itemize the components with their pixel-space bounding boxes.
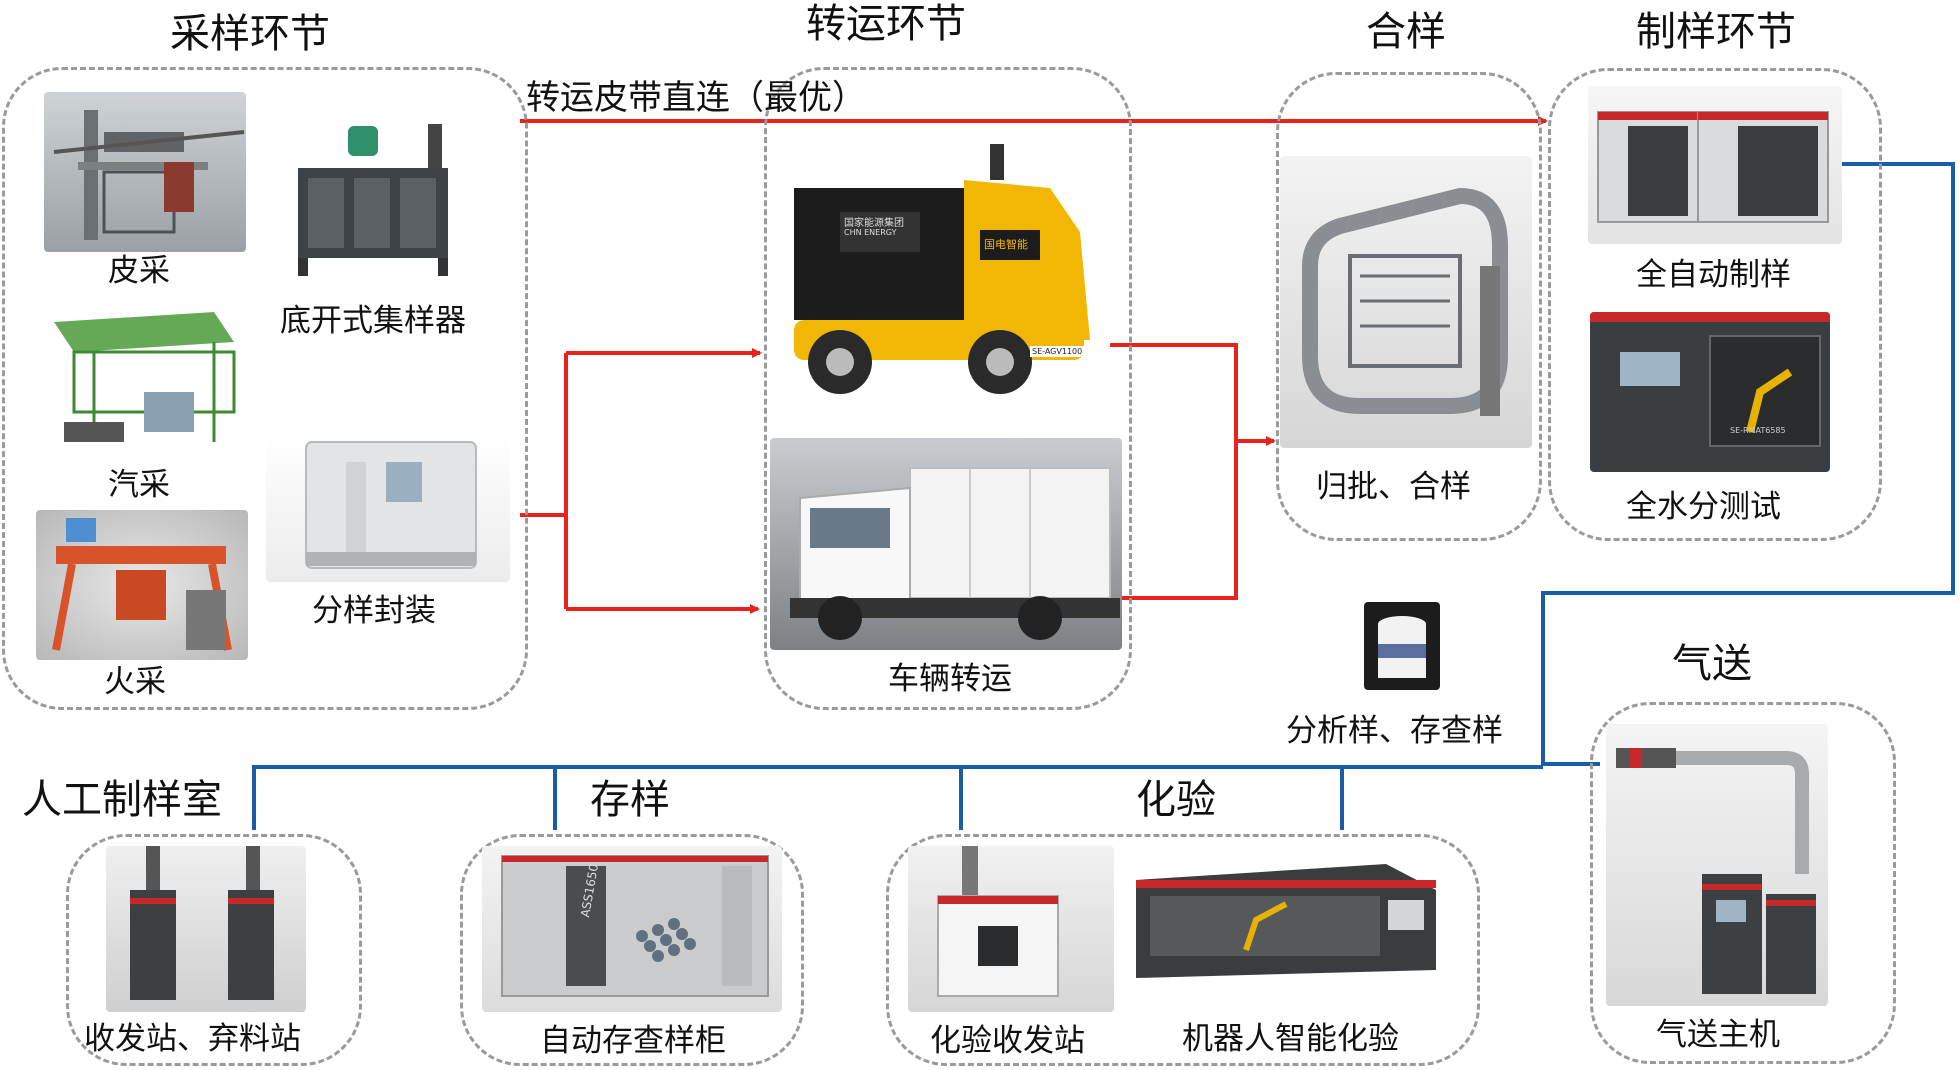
storage-group [460,834,804,1066]
lab-group [886,834,1480,1066]
label-robot-lab: 机器人智能化验 [1182,1021,1399,1057]
stage-title-pneumatic: 气送 [1672,641,1752,687]
label-train-sampler: 火采 [104,664,166,700]
moisture-model-text: SE-RMAT6585 [1730,426,1786,435]
stage-title-transport: 转运环节 [806,1,966,47]
label-auto-storage: 自动存查样柜 [540,1023,726,1059]
label-truck-sampler: 汽采 [108,467,170,503]
pneumatic-host-image [1606,724,1828,1006]
sample-jar-image [1364,602,1440,690]
label-batch-merge: 归批、合样 [1316,469,1471,505]
transport-group [764,67,1132,710]
auto-prep-image [1588,86,1842,244]
train-sampler-image [36,510,248,660]
prep-group [1548,68,1882,541]
label-send-receive-station: 收发站、弃料站 [84,1021,301,1057]
auto-storage-image: ASS1650 [482,846,782,1012]
label-analysis-sample: 分析样、存查样 [1286,713,1503,749]
label-split-seal: 分样封装 [312,593,436,629]
pneumatic-group [1590,702,1896,1064]
robot-lab-image [1126,860,1450,988]
stage-title-storage: 存样 [590,777,670,823]
split-seal-image [266,432,510,582]
moisture-test-image: SE-RMAT6585 [1590,312,1830,472]
bottom-collector-image [288,118,464,278]
stage-title-sampling: 采样环节 [170,11,330,57]
agv-tag-text: SE-AGV1100 [1030,346,1085,357]
label-vehicle-transport: 车辆转运 [888,661,1012,697]
belt-route-label: 转运皮带直连（最优） [526,78,866,118]
label-belt-sampler: 皮采 [108,253,170,289]
pneumatic-bus-line [252,765,1543,830]
send-receive-station-image [106,846,306,1012]
agv-brand-en-text: CHN ENERGY [844,228,897,237]
stage-title-prep: 制样环节 [1636,9,1796,55]
label-auto-prep: 全自动制样 [1636,257,1791,293]
lab-station-image [908,846,1114,1012]
truck-transport-image [770,438,1122,650]
label-bottom-collector: 底开式集样器 [280,303,466,339]
manual-room-group [66,834,362,1066]
agv-side-text: 国电智能 [984,238,1028,251]
stage-title-merge: 合样 [1366,9,1446,55]
label-pneumatic-host: 气送主机 [1656,1017,1780,1053]
label-moisture-test: 全水分测试 [1626,489,1781,525]
stage-title-lab: 化验 [1136,777,1216,823]
agv-vehicle-image: 国家能源集团 CHN ENERGY 国电智能 SE-AGV1100 [790,140,1108,410]
label-lab-station: 化验收发站 [930,1023,1085,1059]
merge-group [1276,72,1542,541]
agv-brand-text: 国家能源集团 [844,218,904,229]
merge-conveyor-image [1280,156,1532,448]
sampling-group [2,67,528,710]
belt-sampler-image [44,92,246,252]
stage-title-manual-room: 人工制样室 [22,777,222,823]
truck-sampler-image [34,302,244,452]
